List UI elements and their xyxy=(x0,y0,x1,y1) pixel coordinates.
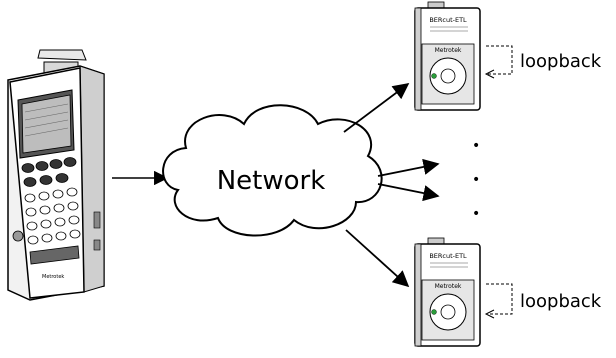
tester-brand: Metrotek xyxy=(42,274,64,280)
remote-top-model: BERcut-ETL xyxy=(429,16,467,24)
remote-bottom-brand: Metrotek xyxy=(435,283,462,290)
loopback-top-label: loopback xyxy=(520,51,602,72)
network-label: Network xyxy=(217,166,326,196)
arrow-to-remote-bottom xyxy=(345,229,410,288)
remote-device-bottom: BERcut-ETL Metrotek xyxy=(414,237,481,347)
ellipsis-dot: • xyxy=(472,138,480,154)
remote-top-brand: Metrotek xyxy=(435,47,462,54)
ellipsis-dot: • xyxy=(472,206,480,222)
remote-bottom-model: BERcut-ETL xyxy=(429,252,467,260)
arrow-middle-2 xyxy=(377,183,440,202)
tester-device: Metrotek xyxy=(7,49,105,301)
remote-device-top: BERcut-ETL Metrotek xyxy=(414,1,481,111)
loopback-bottom: loopback xyxy=(484,283,602,319)
loopback-top: loopback xyxy=(484,45,602,79)
arrow-to-remote-top xyxy=(343,83,410,133)
network-cloud: Network xyxy=(162,104,383,237)
ellipsis-dot: • xyxy=(472,172,480,188)
arrow-middle-1 xyxy=(377,158,440,177)
ellipsis: • • • xyxy=(472,138,480,222)
loopback-bottom-label: loopback xyxy=(520,291,602,312)
